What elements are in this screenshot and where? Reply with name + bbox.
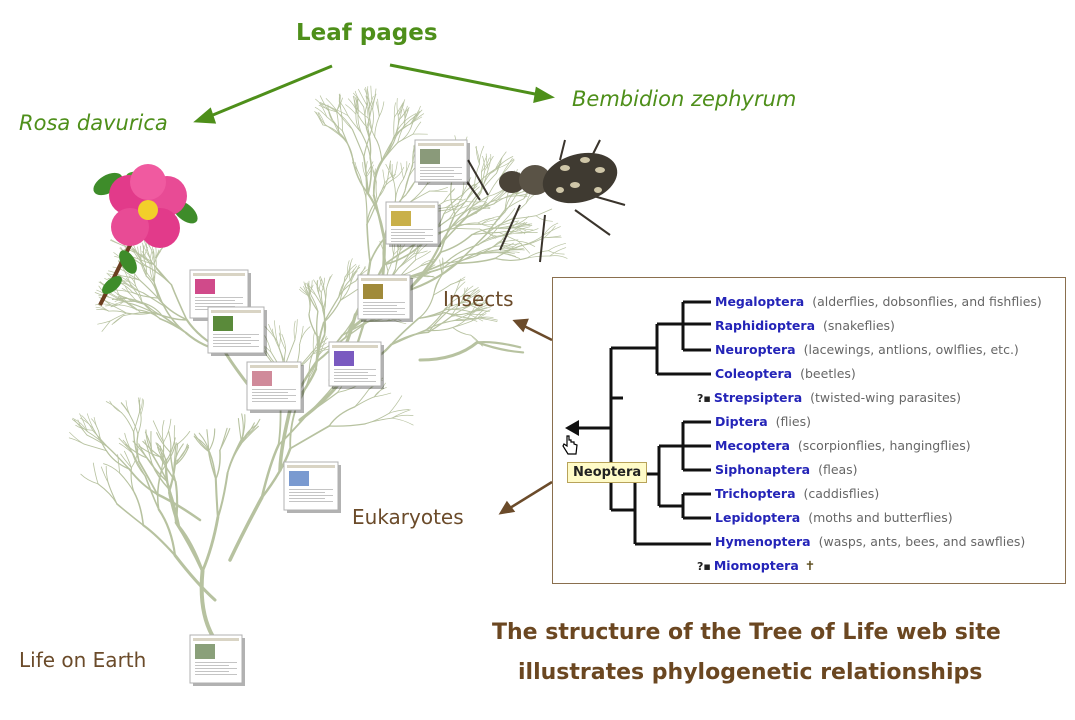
- common-name: (alderflies, dobsonflies, and fishflies): [812, 294, 1042, 309]
- common-name: (moths and butterflies): [808, 510, 953, 525]
- page-thumbnail: [246, 361, 304, 413]
- page-thumbnail: [328, 341, 384, 389]
- page-thumbnail: [283, 461, 341, 513]
- taxon-link[interactable]: Neuroptera: [715, 342, 796, 357]
- page-thumbnail: [385, 201, 441, 247]
- rosa-davurica-label: Rosa davurica: [19, 111, 168, 135]
- taxon-link[interactable]: Miomoptera: [713, 558, 799, 573]
- uncertain-position-marker: ?▪: [697, 560, 711, 573]
- taxon-row[interactable]: Diptera (flies): [715, 414, 811, 429]
- taxon-row[interactable]: Raphidioptera (snakeflies): [715, 318, 895, 333]
- taxon-link[interactable]: Mecoptera: [715, 438, 790, 453]
- page-thumbnail: [207, 306, 267, 356]
- taxon-row[interactable]: Lepidoptera (moths and butterflies): [715, 510, 953, 525]
- taxon-row[interactable]: ?▪Miomoptera ✝: [697, 558, 815, 573]
- taxon-link[interactable]: Strepsiptera: [713, 390, 803, 405]
- taxon-row[interactable]: Siphonaptera (fleas): [715, 462, 858, 477]
- common-name: (snakeflies): [823, 318, 895, 333]
- insects-label: Insects: [443, 287, 514, 311]
- life-on-earth-label: Life on Earth: [19, 648, 147, 672]
- page-thumbnail: [189, 634, 245, 686]
- taxon-link[interactable]: Lepidoptera: [715, 510, 801, 525]
- taxon-link[interactable]: Megaloptera: [715, 294, 805, 309]
- taxon-row[interactable]: ?▪Strepsiptera (twisted-wing parasites): [697, 390, 961, 405]
- page-thumbnail: [357, 274, 413, 322]
- rose-illustration: [93, 164, 198, 306]
- leaf-pages-heading: Leaf pages: [296, 20, 438, 46]
- uncertain-position-marker: ?▪: [697, 392, 711, 405]
- neoptera-tooltip: Neoptera: [567, 462, 648, 483]
- page-thumbnails: [189, 139, 470, 686]
- eukaryotes-label: Eukaryotes: [352, 505, 464, 529]
- bembidion-zephyrum-label: Bembidion zephyrum: [572, 87, 797, 111]
- caption-line-2: illustrates phylogenetic relationships: [518, 660, 983, 685]
- taxon-link[interactable]: Diptera: [715, 414, 768, 429]
- beetle-illustration: [454, 139, 626, 263]
- taxon-row[interactable]: Megaloptera (alderflies, dobsonflies, and…: [715, 294, 1042, 309]
- common-name: (wasps, ants, bees, and sawflies): [818, 534, 1026, 549]
- taxon-row[interactable]: Neuroptera (lacewings, antlions, owlflies…: [715, 342, 1019, 357]
- common-name: (twisted-wing parasites): [810, 390, 962, 405]
- cladogram-lines: [565, 300, 711, 546]
- common-name: (fleas): [818, 462, 858, 477]
- taxon-link[interactable]: Siphonaptera: [715, 462, 811, 477]
- hand-pointer-icon: [562, 435, 578, 455]
- page-thumbnail: [414, 139, 470, 185]
- common-name: (lacewings, antlions, owlflies, etc.): [803, 342, 1019, 357]
- common-name: (flies): [775, 414, 811, 429]
- taxon-row[interactable]: Trichoptera (caddisflies): [715, 486, 879, 501]
- taxon-link[interactable]: Hymenoptera: [715, 534, 811, 549]
- taxon-row[interactable]: Hymenoptera (wasps, ants, bees, and sawfl…: [715, 534, 1025, 549]
- caption-line-1: The structure of the Tree of Life web si…: [492, 620, 1001, 645]
- taxon-row[interactable]: Coleoptera (beetles): [715, 366, 856, 381]
- common-name: (scorpionflies, hangingflies): [797, 438, 971, 453]
- extinct-dagger-icon: ✝: [804, 558, 816, 573]
- taxon-link[interactable]: Coleoptera: [715, 366, 793, 381]
- common-name: (caddisflies): [803, 486, 880, 501]
- common-name: (beetles): [800, 366, 856, 381]
- taxon-link[interactable]: Trichoptera: [715, 486, 796, 501]
- neoptera-tree-panel: Megaloptera (alderflies, dobsonflies, and…: [552, 277, 1066, 584]
- taxon-row[interactable]: Mecoptera (scorpionflies, hangingflies): [715, 438, 971, 453]
- panel-arrows: [498, 318, 553, 515]
- taxon-link[interactable]: Raphidioptera: [715, 318, 816, 333]
- leaf-pages-arrows: [193, 63, 555, 124]
